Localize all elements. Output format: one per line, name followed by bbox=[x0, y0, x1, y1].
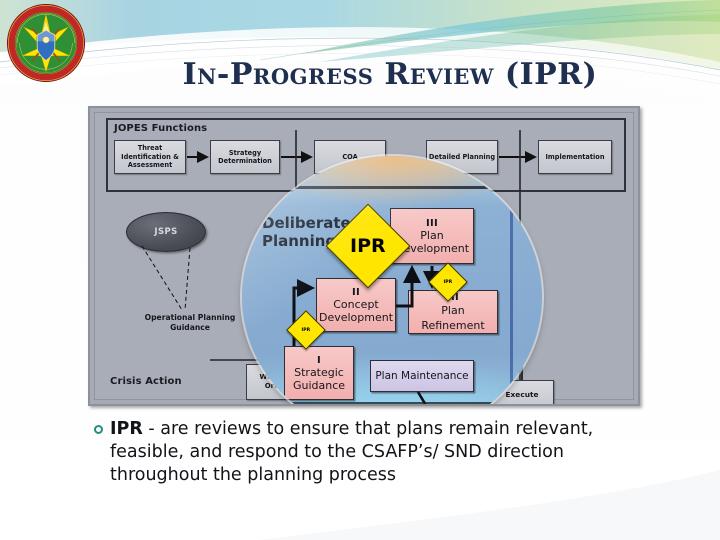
bullet-list: IPR - are reviews to ensure that plans r… bbox=[94, 418, 654, 487]
planning-process-diagram[interactable]: JOPES Functions Threat Identification & … bbox=[88, 106, 640, 406]
ipr-diamond-small-right-label: IPR bbox=[443, 279, 453, 285]
bullet-marker-icon bbox=[94, 425, 103, 434]
jopes-functions-title: JOPES Functions bbox=[114, 123, 208, 134]
jopes-box-threat[interactable]: Threat Identification & Assessment bbox=[114, 140, 186, 174]
plan-refinement-label: Plan Refinement bbox=[421, 304, 485, 332]
concept-development-numeral: II bbox=[351, 286, 361, 298]
lens-top-edge-box-hint bbox=[252, 186, 532, 189]
afp-seal-logo bbox=[6, 3, 86, 83]
jsps-oval[interactable]: JSPS bbox=[126, 212, 206, 252]
deliberate-line-1: Deliberate bbox=[262, 214, 351, 232]
plan-refinement-numeral: III bbox=[446, 292, 460, 304]
crisis-action-title: Crisis Action bbox=[110, 376, 182, 387]
lens-right-edge-line bbox=[510, 176, 513, 404]
bullet-item-ipr-definition: IPR - are reviews to ensure that plans r… bbox=[110, 418, 654, 487]
slide-title: In-Progress Review (IPR) bbox=[182, 57, 598, 92]
plan-development-numeral: III bbox=[425, 217, 439, 229]
ipr-diamond-large-label: IPR bbox=[350, 235, 386, 257]
plan-maintenance-box[interactable]: Plan Maintenance bbox=[370, 360, 474, 392]
deliberate-line-2: Planning bbox=[262, 232, 337, 250]
deliberate-planning-title: Deliberate Planning bbox=[262, 214, 351, 250]
ipr-diamond-small-left-label: IPR bbox=[301, 327, 311, 333]
jopes-box-implementation[interactable]: Implementation bbox=[538, 140, 612, 174]
strategic-guidance-numeral: I bbox=[316, 354, 322, 366]
guidance-line-1: Operational Planning bbox=[144, 313, 236, 322]
operational-planning-guidance-label: Operational Planning Guidance bbox=[132, 313, 248, 333]
guidance-line-2: Guidance bbox=[170, 322, 210, 332]
phase-box-plan-refinement[interactable]: III Plan Refinement bbox=[408, 290, 498, 334]
lens-bottom-edge-line bbox=[242, 402, 542, 404]
bullet-lead-term: IPR bbox=[110, 419, 143, 439]
bullet-body-text: - are reviews to ensure that plans remai… bbox=[110, 419, 594, 486]
